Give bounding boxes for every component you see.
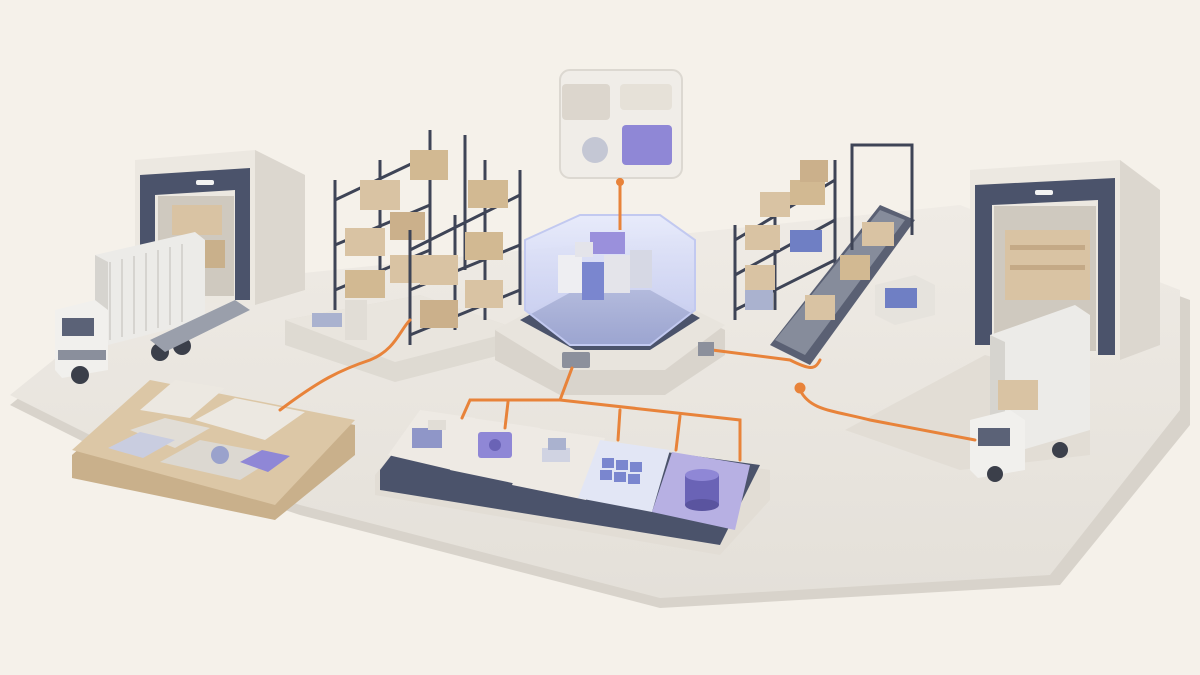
conveyor-shelf xyxy=(733,160,837,320)
conveyor-belt xyxy=(770,143,915,365)
rack-boxes-back xyxy=(345,150,448,298)
module-tile-database xyxy=(652,452,750,530)
layout-planning-table xyxy=(72,380,355,520)
database-icon xyxy=(685,469,719,511)
right-loading-dock xyxy=(970,160,1160,360)
blue-crate-bin xyxy=(875,275,935,325)
grid-icon xyxy=(600,458,642,484)
right-truck xyxy=(970,305,1090,482)
dock-indicator-light xyxy=(196,180,214,185)
small-device xyxy=(312,300,367,340)
module-tile-2 xyxy=(450,418,540,485)
cube-stack-icon xyxy=(558,232,652,300)
dashboard-panel xyxy=(559,69,683,230)
module-tile-grid xyxy=(578,440,670,512)
data-cables xyxy=(278,318,977,462)
dock-box-stack-right xyxy=(1005,230,1090,300)
module-tile-3 xyxy=(512,428,605,500)
junction-box xyxy=(698,342,714,356)
truck-wheel xyxy=(71,366,89,384)
rack-boxes-front xyxy=(420,180,508,328)
layers-icon xyxy=(428,420,446,430)
left-truck xyxy=(55,232,250,384)
module-tile-1 xyxy=(388,410,475,470)
hub-connector xyxy=(562,352,590,368)
